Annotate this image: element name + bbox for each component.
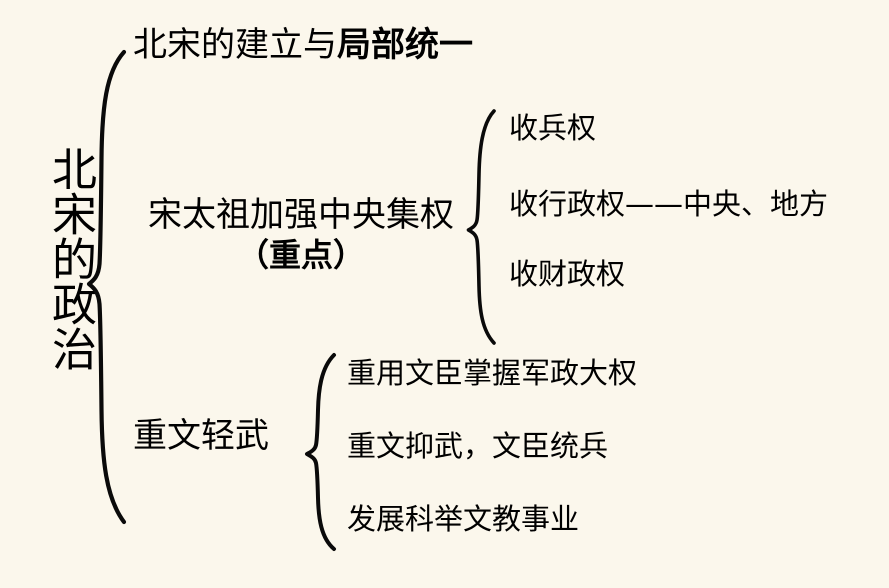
literati-brace bbox=[305, 353, 336, 551]
branch-label-founding-bold-part: 局部统一 bbox=[337, 25, 473, 65]
root-title: 北宋的政治 bbox=[44, 146, 97, 371]
root-brace bbox=[86, 49, 127, 525]
branch-label-centralization-note: （重点） bbox=[236, 236, 365, 275]
branch-label-founding-serif-part: 北宋的建立与 bbox=[133, 27, 337, 64]
branch-label-centralization: 宋太祖加强中央集权 （重点） bbox=[133, 196, 469, 274]
leaf-label-military: 收兵权 bbox=[509, 111, 597, 145]
branch-label-centralization-main: 宋太祖加强中央集权 bbox=[148, 197, 454, 234]
branch-label-literati: 重文轻武 bbox=[133, 418, 269, 455]
leaf-label-exam: 发展科举文教事业 bbox=[347, 502, 580, 536]
leaf-label-civil-power: 重用文臣掌握军政大权 bbox=[347, 356, 638, 390]
centralization-brace bbox=[466, 109, 496, 345]
leaf-label-civil-army: 重文抑武，文臣统兵 bbox=[347, 429, 609, 463]
leaf-label-finance: 收财政权 bbox=[509, 257, 626, 291]
branch-label-founding: 北宋的建立与局部统一 bbox=[133, 25, 473, 65]
leaf-label-admin: 收行政权——中央、地方 bbox=[509, 187, 829, 221]
